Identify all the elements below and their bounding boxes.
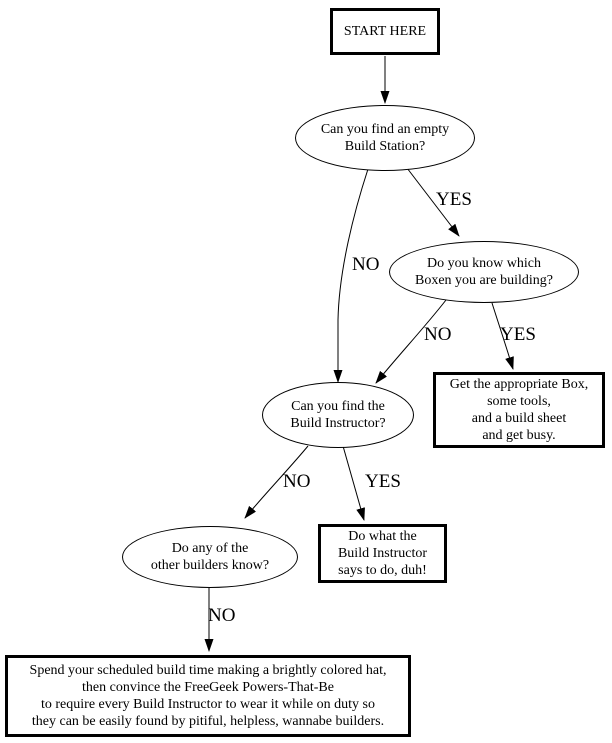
edge-build-instructor-yes [342,445,365,521]
node-question-build-station: Can you find an empty Build Station? [295,105,475,171]
node-question-which-boxen-label: Do you know which Boxen you are building… [414,256,554,288]
node-action-get-box-label: Get the appropriate Box, some tools, and… [449,377,589,443]
node-action-make-hat: Spend your scheduled build time making a… [5,655,411,737]
node-question-build-instructor: Can you find the Build Instructor? [262,382,414,448]
node-action-make-hat-label: Spend your scheduled build time making a… [29,663,387,729]
edge-label-build-station-yes: YES [436,189,472,210]
edge-label-other-builders-no: NO [208,605,236,626]
node-question-build-instructor-label: Can you find the Build Instructor? [290,399,386,431]
edge-build-station-yes [406,167,460,237]
edge-which-boxen-yes [491,302,514,370]
node-start-label: START HERE [343,24,427,39]
node-question-build-station-label: Can you find an empty Build Station? [320,122,450,154]
node-question-which-boxen: Do you know which Boxen you are building… [389,241,579,303]
edge-build-instructor-no [244,445,309,519]
edge-label-which-boxen-no: NO [424,324,452,345]
edge-label-build-station-no: NO [352,254,380,275]
node-action-get-box: Get the appropriate Box, some tools, and… [433,372,605,448]
edge-label-build-instructor-no: NO [283,471,311,492]
node-action-do-what-told-label: Do what the Build Instructor says to do,… [337,529,428,578]
node-question-other-builders-label: Do any of the other builders know? [150,541,270,573]
node-action-do-what-told: Do what the Build Instructor says to do,… [318,524,447,583]
edge-build-station-no [333,168,369,383]
node-question-other-builders: Do any of the other builders know? [122,526,298,588]
edge-which-boxen-no [375,299,447,384]
edge-label-which-boxen-yes: YES [500,324,536,345]
node-start: START HERE [330,8,440,55]
edge-label-build-instructor-yes: YES [365,471,401,492]
